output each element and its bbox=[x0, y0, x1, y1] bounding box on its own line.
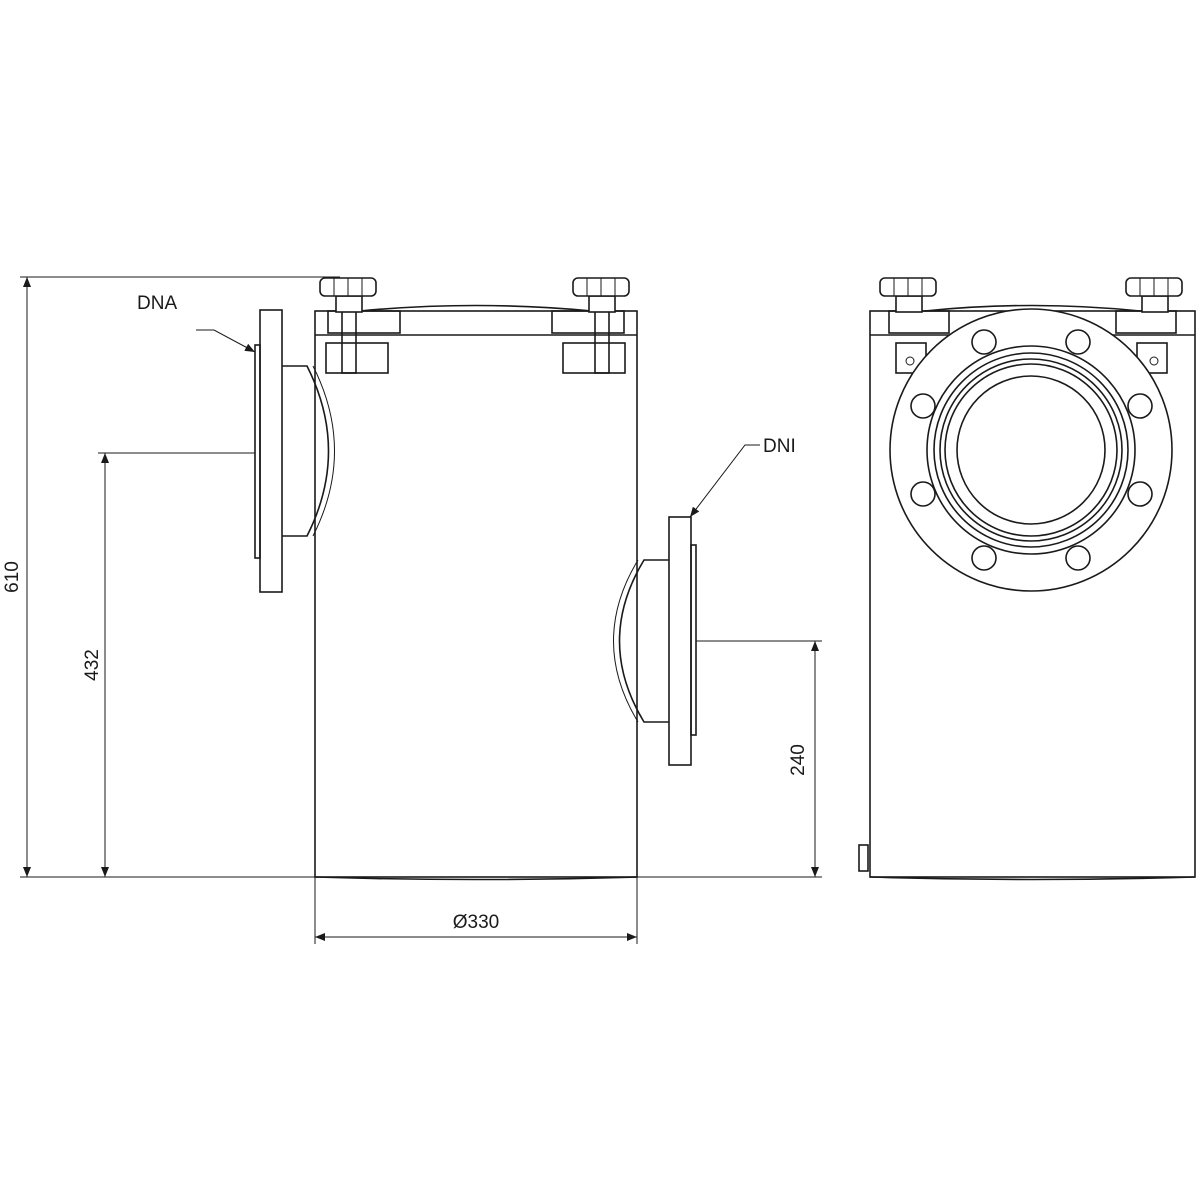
side-knob-right[interactable] bbox=[1125, 277, 1183, 313]
total-height-dimension: 610 bbox=[2, 561, 23, 593]
bolt-holes bbox=[910, 329, 1153, 571]
inlet-flange bbox=[254, 309, 335, 593]
knob-left[interactable] bbox=[319, 277, 377, 313]
dimensions: 610 432 240 Ø330 bbox=[2, 276, 822, 944]
outlet-height-dimension: 240 bbox=[788, 744, 809, 776]
body-base bbox=[314, 876, 638, 881]
clamp-right bbox=[551, 310, 626, 374]
drain-plug bbox=[858, 844, 869, 872]
side-view bbox=[858, 277, 1196, 881]
outlet-label: DNI bbox=[763, 436, 796, 457]
filter-body bbox=[314, 310, 638, 878]
lid-dome bbox=[359, 304, 593, 312]
diameter-dimension: Ø330 bbox=[453, 912, 499, 933]
outlet-flange bbox=[613, 516, 697, 766]
knob-right[interactable] bbox=[572, 277, 630, 313]
inlet-leader bbox=[196, 329, 256, 353]
inlet-height-dimension: 432 bbox=[82, 649, 103, 681]
side-knob-left[interactable] bbox=[879, 277, 937, 313]
inlet-label: DNA bbox=[137, 293, 177, 314]
clamp-left bbox=[325, 310, 401, 374]
outlet-leader bbox=[689, 444, 760, 518]
front-flange bbox=[889, 308, 1173, 592]
front-view: DNA DNI bbox=[137, 277, 796, 881]
